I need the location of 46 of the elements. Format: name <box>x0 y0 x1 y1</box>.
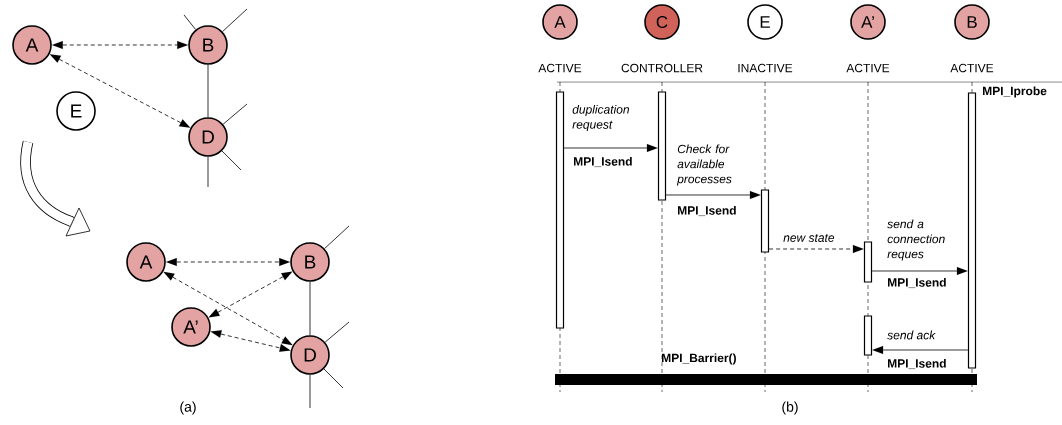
activation-bar <box>555 91 565 329</box>
arrow <box>51 41 189 49</box>
state-label: ACTIVE <box>538 63 582 73</box>
stub-line <box>222 103 248 125</box>
stub-line <box>324 321 350 343</box>
edge-label: MPI_Isend <box>888 277 946 289</box>
arrow <box>563 144 658 152</box>
state-label: ACTIVE <box>846 63 890 73</box>
arrow <box>872 346 969 354</box>
arrow <box>165 258 291 266</box>
activation-bar <box>863 241 873 283</box>
arrow <box>768 245 864 253</box>
connection-line <box>309 281 311 336</box>
function-label: MPI_Barrier() <box>662 353 736 365</box>
edge-label: MPI_Isend <box>574 156 632 168</box>
arrow <box>208 271 293 318</box>
arrow <box>871 267 968 275</box>
annotation: duplication request <box>572 104 630 132</box>
stub-line <box>324 225 350 249</box>
arrow <box>163 271 293 346</box>
activation-bar <box>863 315 873 356</box>
arrow <box>665 191 761 199</box>
activation-bar <box>967 92 977 369</box>
connection-line <box>207 64 209 118</box>
panel-label: (a) <box>180 401 196 415</box>
edge-label: new state <box>783 234 835 242</box>
panel-label: (b) <box>782 401 798 415</box>
stub-line <box>309 374 311 409</box>
arrow <box>49 54 191 128</box>
arrow <box>210 330 291 352</box>
state-label: ACTIVE <box>950 63 994 73</box>
stub-line <box>183 14 197 30</box>
state-label: CONTROLLER <box>621 63 703 73</box>
annotation: send ack <box>887 330 936 340</box>
edge-label: MPI_Isend <box>888 358 946 370</box>
stub-line <box>207 156 209 188</box>
edge-label: MPI_Isend <box>678 205 736 217</box>
function-label: MPI_Iprobe <box>983 86 1047 98</box>
stub-line <box>222 8 248 32</box>
activation-bar <box>657 91 667 201</box>
stub-line <box>221 150 242 171</box>
state-label: INACTIVE <box>738 63 793 73</box>
annotation: send a connection reques <box>887 219 945 261</box>
annotation: Check for available processes <box>676 144 732 186</box>
activation-bar <box>760 189 770 253</box>
stub-line <box>323 368 344 389</box>
